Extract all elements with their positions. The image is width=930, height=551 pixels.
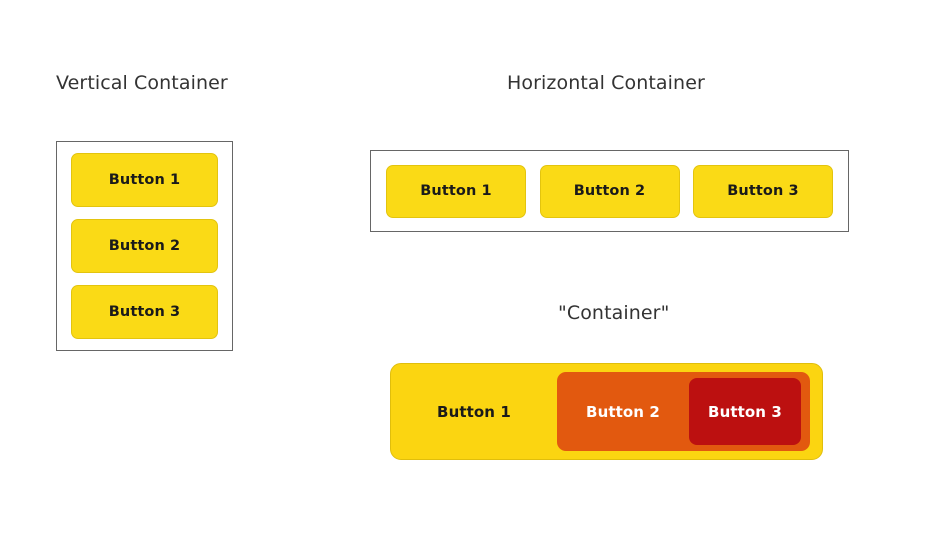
horizontal-container: Button 1 Button 2 Button 3 — [370, 150, 849, 232]
nested-button-1-label: Button 1 — [437, 402, 511, 421]
nested-button-2-label: Button 2 — [586, 402, 660, 421]
vertical-button-3[interactable]: Button 3 — [71, 285, 218, 339]
nested-button-1[interactable]: Button 1 Button 2 Button 3 — [390, 363, 823, 460]
vertical-container-heading: Vertical Container — [56, 72, 228, 94]
horizontal-container-heading: Horizontal Container — [507, 72, 705, 94]
horizontal-button-2[interactable]: Button 2 — [539, 164, 680, 218]
horizontal-button-3[interactable]: Button 3 — [693, 164, 833, 218]
nested-container-heading: "Container" — [558, 302, 670, 324]
nested-button-3-label: Button 3 — [708, 402, 782, 421]
vertical-button-1[interactable]: Button 1 — [71, 153, 218, 207]
nested-button-2[interactable]: Button 2 Button 3 — [557, 372, 810, 451]
vertical-container: Button 1 Button 2 Button 3 — [56, 141, 233, 351]
vertical-button-2[interactable]: Button 2 — [71, 219, 218, 273]
nested-button-3[interactable]: Button 3 — [689, 378, 801, 445]
horizontal-button-1[interactable]: Button 1 — [386, 164, 526, 218]
